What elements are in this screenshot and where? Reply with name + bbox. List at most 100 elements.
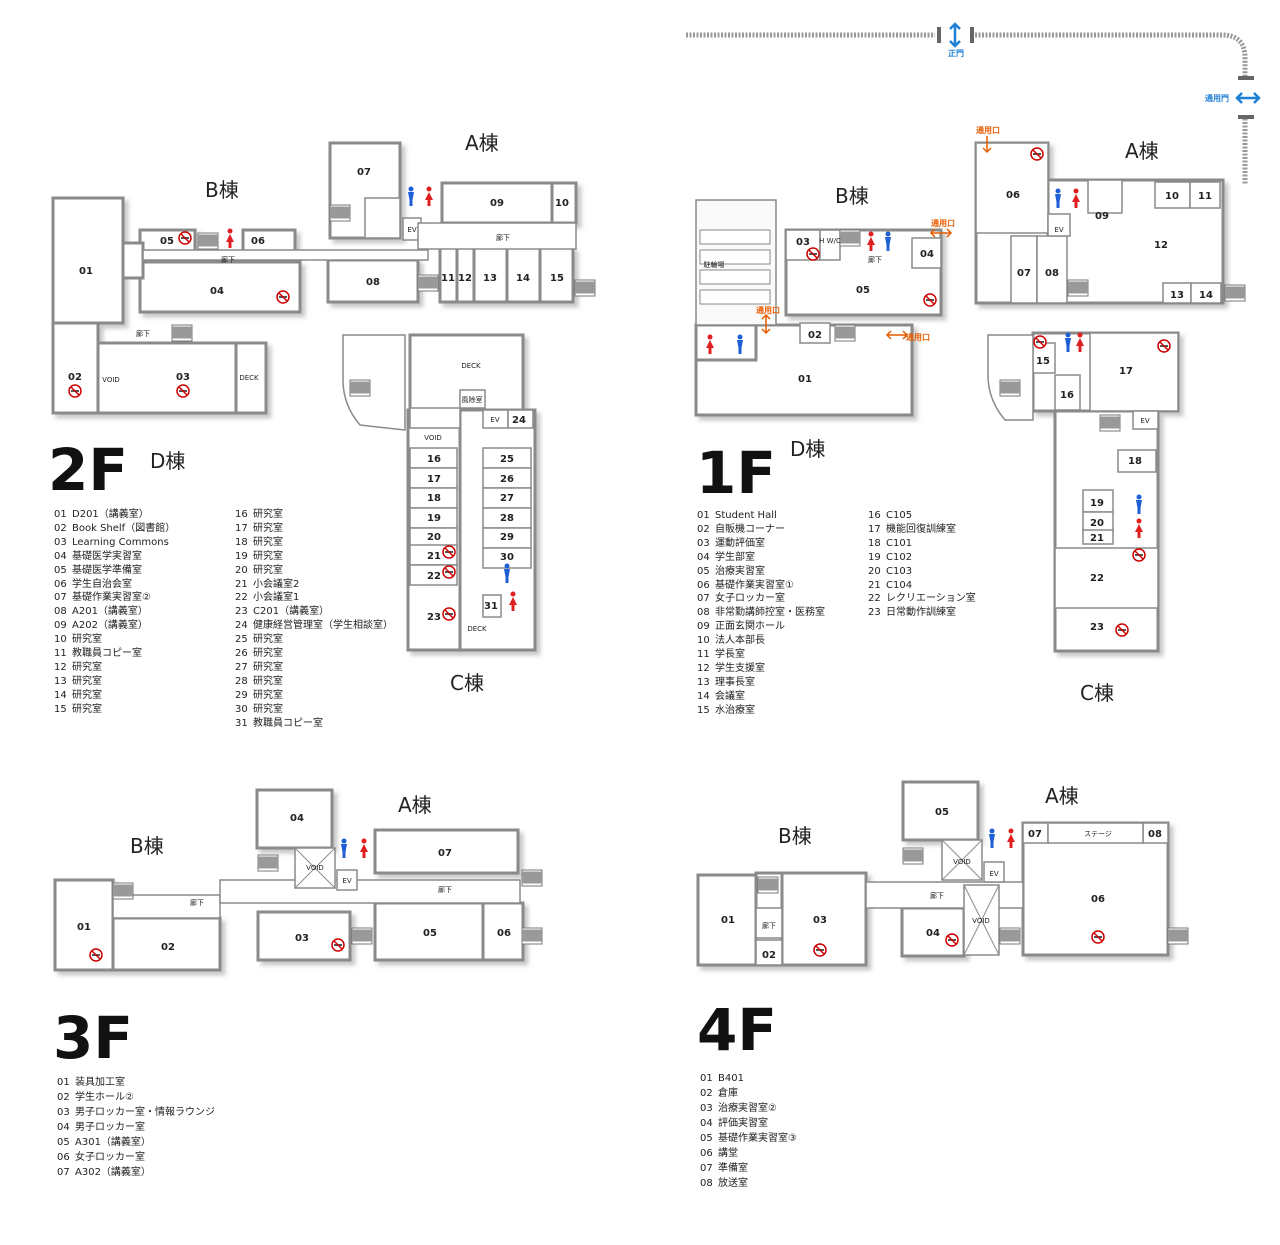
svg-text:07: 07 [438,848,452,859]
svg-text:01: 01 [79,266,93,277]
legend-number: 04 [697,551,710,563]
svg-text:06: 06 [497,928,511,939]
svg-text:08: 08 [1148,829,1162,840]
svg-text:駐輪場: 駐輪場 [704,260,725,269]
svg-text:09: 09 [1095,211,1109,222]
legend-number: 01 [57,1077,70,1088]
floor-3f-labels: A棟 B棟 01 02 03 04 05 06 07 廊下 廊下 VOID EV… [53,793,511,1072]
legend-number: 21 [868,579,881,591]
legend-room-name: 研究室 [253,689,283,701]
legend-number: 08 [54,606,67,618]
legend-number: 07 [697,593,710,605]
svg-text:15: 15 [550,273,564,284]
building-a-1f: A棟 [1125,139,1159,163]
legend-room-name: 運動評価室 [715,537,765,549]
legend-number: 13 [54,675,67,687]
svg-text:廊下: 廊下 [930,891,944,900]
legend-number: 07 [57,1167,70,1178]
legend-number: 11 [54,648,67,660]
legend-item: 07 A302（講義室） [57,1165,215,1180]
legend-number: 12 [54,661,67,673]
building-b-4f: B棟 [778,824,812,848]
svg-text:24: 24 [512,415,526,426]
legend-number: 03 [697,537,710,549]
legend-number: 08 [700,1178,713,1189]
building-c-2f: C棟 [450,671,484,695]
svg-text:02: 02 [808,330,822,341]
building-b-3f: B棟 [130,834,164,858]
floor-1f-plan [694,141,1247,653]
svg-text:28: 28 [500,513,514,524]
legend-room-name: 学生支援室 [715,662,765,674]
legend-number: 24 [235,620,248,632]
legend-room-name: 日常動作訓練室 [886,607,956,619]
svg-text:19: 19 [427,513,441,524]
building-a-3f: A棟 [398,793,432,817]
svg-text:14: 14 [516,273,530,284]
legend-number: 16 [235,509,248,520]
svg-text:10: 10 [1165,191,1179,202]
legend-number: 28 [235,675,248,687]
svg-text:廊下: 廊下 [221,255,235,264]
svg-text:EV: EV [989,870,998,878]
legend-number: 18 [868,537,881,549]
legend-room-name: 研究室 [253,550,283,562]
floor-2f-labels: A棟 B棟 D棟 C棟 01 02 03 04 05 06 07 08 09 1… [48,131,569,695]
floor-2f-title: 2F [48,436,128,504]
legend-number: 17 [868,523,881,535]
svg-text:19: 19 [1090,498,1104,509]
legend-number: 12 [697,662,710,674]
svg-text:18: 18 [1128,456,1142,467]
svg-text:07: 07 [1028,829,1042,840]
legend-room-name: A302（講義室） [75,1167,151,1178]
legend-number: 29 [235,689,248,701]
legend-number: 27 [235,661,248,673]
building-d-1f: D棟 [790,437,825,461]
svg-text:11: 11 [1198,191,1212,202]
svg-text:廊下: 廊下 [438,885,452,894]
svg-text:EV: EV [342,877,351,885]
legend-number: 09 [54,620,67,632]
main-gate-icon: 正門 [948,22,964,58]
legend-item: 12 学生支援室 [697,662,825,676]
legend-room-name: 非常勤講師控室・医務室 [715,607,825,619]
legend-room-name: 倉庫 [718,1088,738,1099]
svg-text:廊下: 廊下 [496,233,510,242]
side-gate-label: 通用門 [1205,93,1229,103]
svg-text:12: 12 [1154,240,1168,251]
legend-room-name: 研究室 [72,703,102,715]
legend-number: 18 [235,536,248,548]
legend-room-name: 基礎作業実習室③ [718,1133,797,1144]
svg-text:06: 06 [1006,190,1020,201]
legend-room-name: 小会議室2 [253,578,300,590]
svg-text:VOID: VOID [102,376,120,384]
legend-number: 26 [235,648,248,660]
legend-room-name: 男子ロッカー室 [75,1122,145,1133]
